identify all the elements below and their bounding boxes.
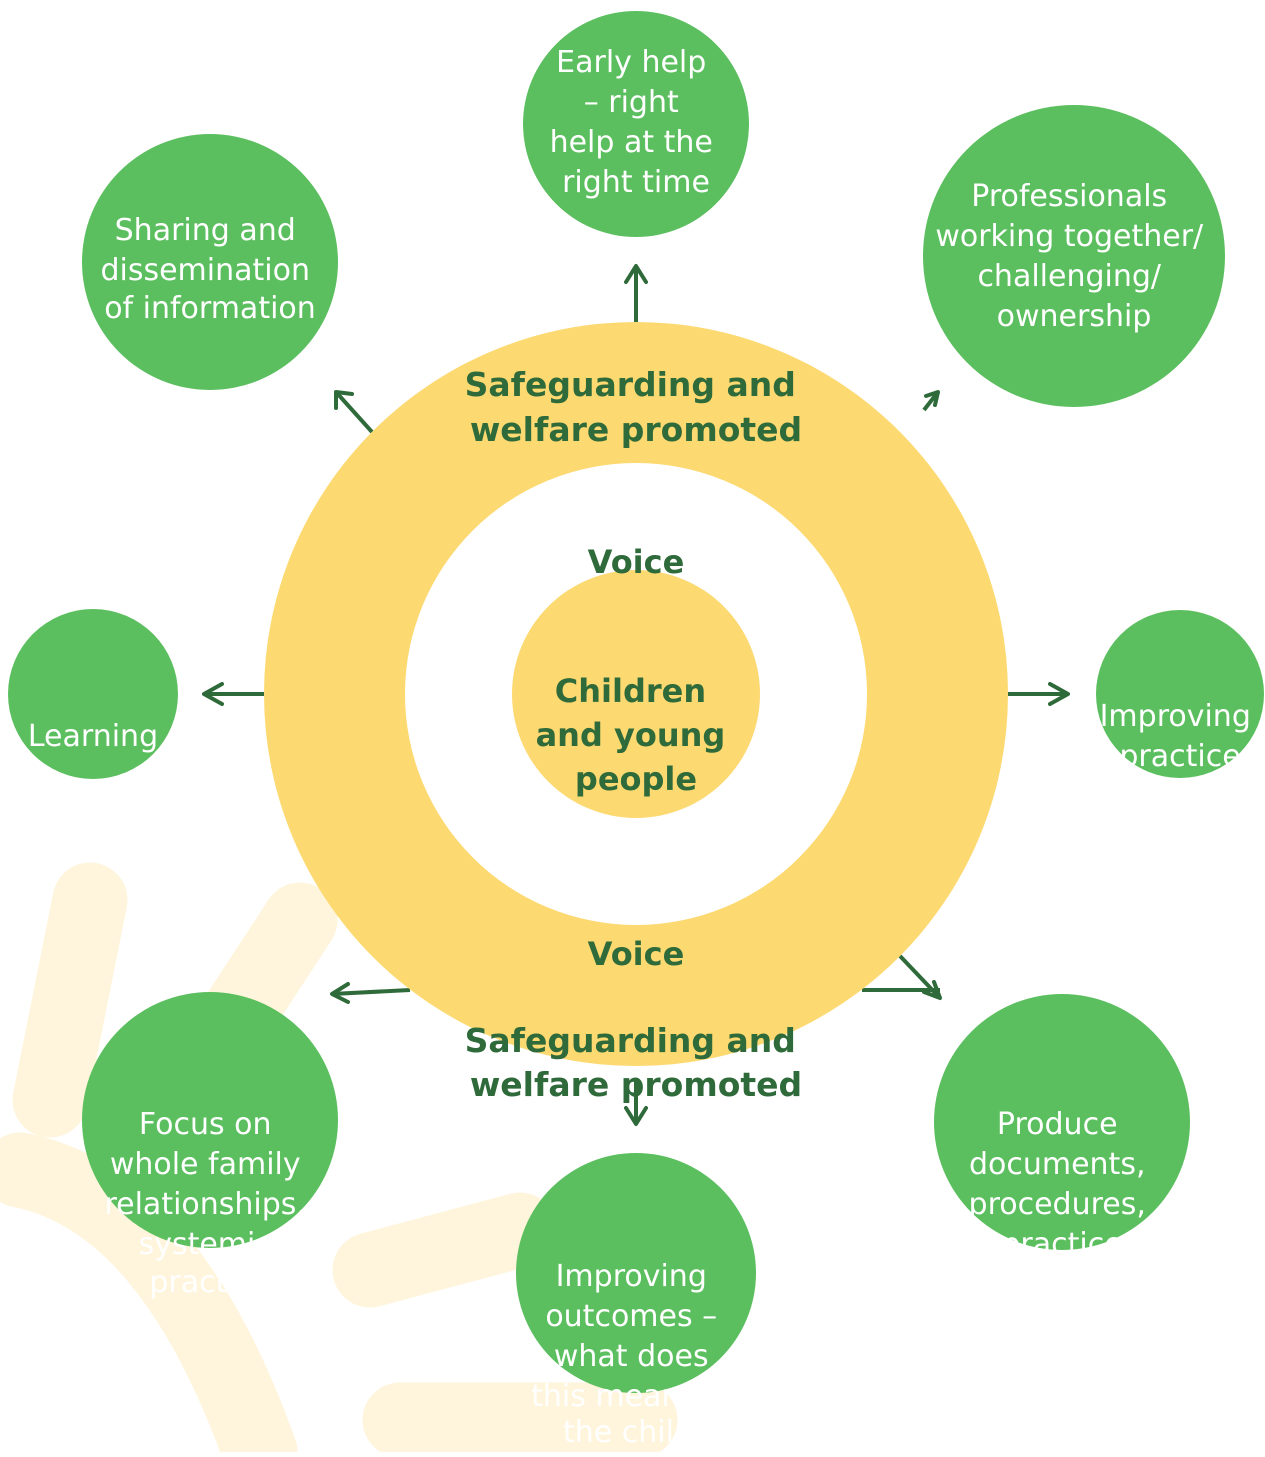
bubble-whole-family: Focus on whole family relationships, sys… bbox=[82, 992, 338, 1300]
bubble-early-help: Early help – right help at the right tim… bbox=[523, 11, 749, 237]
bubble-professionals-line-2: working together/ bbox=[935, 219, 1204, 254]
bubble-sharing-line-3: of information bbox=[104, 291, 316, 326]
bubble-sharing-circle bbox=[82, 134, 338, 390]
bubble-early-help-line-2: – right bbox=[584, 85, 679, 120]
voice-label-top: Voice bbox=[588, 543, 685, 581]
bubble-professionals-circle bbox=[923, 105, 1225, 407]
core-label: Children and young people bbox=[536, 672, 737, 798]
bubble-improving-outcomes-text: Improving outcomes – what does this mean… bbox=[531, 1259, 741, 1450]
bubble-improving-outcomes-line-2: outcomes – bbox=[545, 1299, 717, 1334]
arrow-up-right bbox=[922, 390, 940, 412]
bubble-whole-family-text: Focus on whole family relationships, sys… bbox=[104, 1107, 315, 1300]
ring-label-top-line-2: welfare promoted bbox=[470, 410, 802, 449]
bubble-learning: Learning bbox=[8, 609, 178, 779]
core-label-line-1: Children bbox=[555, 672, 706, 710]
bubble-sharing-line-1: Sharing and bbox=[115, 213, 296, 248]
bubble-sharing-line-2: dissemination bbox=[100, 253, 310, 288]
bubble-whole-family-line-3: relationships, bbox=[104, 1187, 306, 1222]
bubble-learning-circle bbox=[8, 609, 178, 779]
bubble-improving-outcomes-line-3: what does bbox=[554, 1339, 709, 1374]
bubble-improving-outcomes-line-1: Improving bbox=[556, 1259, 707, 1294]
bubble-produce-documents-text: Produce documents, procedures, practice bbox=[969, 1107, 1156, 1262]
arrow-down-right bbox=[862, 954, 942, 1000]
bubble-sharing: Sharing and dissemination of information bbox=[82, 134, 338, 390]
ring-label-bottom-line-2: welfare promoted bbox=[470, 1065, 802, 1104]
bubble-professionals-line-1: Professionals bbox=[971, 179, 1167, 214]
ring-label-top-line-1: Safeguarding and bbox=[465, 365, 796, 404]
bubble-early-help-line-4: right time bbox=[562, 165, 710, 200]
ring-label-bottom: Safeguarding and welfare promoted bbox=[465, 1021, 808, 1104]
arrow-up-left bbox=[334, 390, 374, 434]
voice-label-bottom: Voice bbox=[588, 935, 685, 973]
bubble-produce-documents-circle bbox=[934, 994, 1190, 1250]
core-label-line-2: and young bbox=[536, 716, 726, 754]
bubble-produce-documents-line-1: Produce bbox=[997, 1107, 1118, 1142]
bubble-improving-practice-line-2: practice bbox=[1119, 739, 1240, 774]
arrow-right bbox=[1008, 682, 1070, 706]
arrow-down-left bbox=[330, 982, 411, 1004]
arrow-down bbox=[624, 1080, 648, 1126]
bubble-sharing-text: Sharing and dissemination of information bbox=[100, 213, 319, 326]
bubble-learning-line-1: Learning bbox=[28, 719, 158, 754]
decor-stroke-1 bbox=[12, 862, 128, 1138]
bubble-learning-text: Learning bbox=[28, 719, 158, 754]
bubble-professionals-line-4: ownership bbox=[997, 299, 1152, 334]
decor-stroke-4 bbox=[332, 1192, 558, 1308]
bubble-whole-family-line-1: Focus on bbox=[139, 1107, 272, 1142]
bubble-whole-family-line-2: whole family bbox=[110, 1147, 301, 1182]
arrows bbox=[202, 264, 1070, 1126]
bubble-produce-documents-line-3: procedures, bbox=[969, 1187, 1146, 1222]
bubble-improving-practice: Improving practice bbox=[1096, 610, 1264, 778]
bubble-produce-documents-line-2: documents, bbox=[969, 1147, 1146, 1182]
core-circle bbox=[512, 570, 760, 818]
bubble-early-help-line-1: Early help bbox=[556, 45, 706, 80]
bubble-improving-practice-circle bbox=[1096, 610, 1264, 778]
bubble-improving-outcomes-line-4: this mean for bbox=[531, 1379, 732, 1414]
bubble-improving-outcomes: Improving outcomes – what does this mean… bbox=[516, 1153, 756, 1450]
bubble-whole-family-line-5: practice bbox=[149, 1265, 270, 1300]
bubble-professionals: Professionals working together/ challeng… bbox=[923, 105, 1225, 407]
ring-label-bottom-line-1: Safeguarding and bbox=[465, 1021, 796, 1060]
core-label-line-3: people bbox=[575, 760, 697, 798]
bubble-improving-practice-line-1: Improving bbox=[1100, 699, 1251, 734]
ring-label-top: Safeguarding and welfare promoted bbox=[465, 365, 808, 449]
bubble-improving-outcomes-line-5: the child? bbox=[563, 1415, 709, 1450]
bubble-whole-family-line-4: systemic bbox=[139, 1227, 272, 1262]
bubble-produce-documents: Produce documents, procedures, practice bbox=[934, 994, 1190, 1262]
bubble-professionals-line-3: challenging/ bbox=[977, 259, 1161, 294]
bubble-improving-practice-text: Improving practice bbox=[1100, 699, 1261, 774]
bubble-early-help-line-3: help at the bbox=[550, 125, 713, 160]
arrow-up bbox=[624, 264, 648, 322]
bubble-early-help-circle bbox=[523, 11, 749, 237]
arrow-left bbox=[202, 682, 264, 706]
safeguarding-ring bbox=[264, 322, 1008, 1066]
bubble-professionals-text: Professionals working together/ challeng… bbox=[935, 179, 1212, 334]
bubble-early-help-text: Early help – right help at the right tim… bbox=[550, 45, 723, 200]
bubble-whole-family-circle bbox=[82, 992, 338, 1248]
bubble-produce-documents-line-4: practice bbox=[1001, 1227, 1122, 1262]
bubble-improving-outcomes-circle bbox=[516, 1153, 756, 1393]
decor-stroke-3 bbox=[0, 1132, 298, 1457]
